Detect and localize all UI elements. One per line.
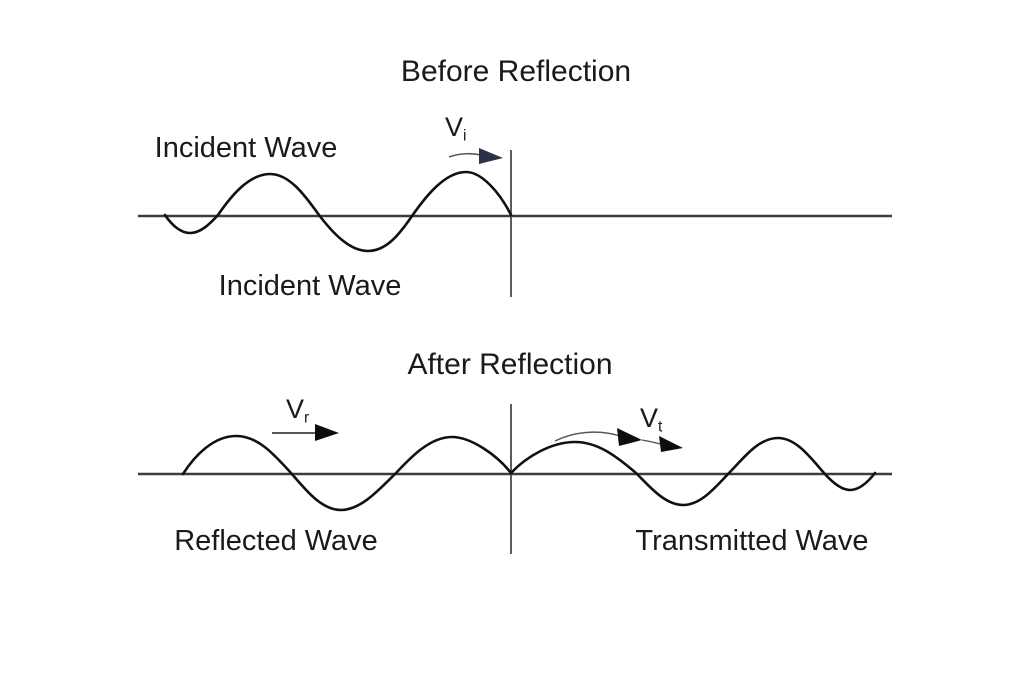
- before-reflection-title: Before Reflection: [400, 55, 632, 88]
- transmitted-velocity-arrowhead2-icon: [659, 436, 683, 452]
- incident-wave-curve: [163, 170, 513, 253]
- incident-velocity-subscript: i: [463, 127, 467, 145]
- transmitted-wave-label: Transmitted Wave: [635, 525, 869, 557]
- incident-wave-label-bottom: Incident Wave: [218, 270, 402, 302]
- reflected-wave-label: Reflected Wave: [174, 525, 378, 557]
- transmitted-velocity-subscript: t: [658, 418, 663, 436]
- transmitted-wave-curve: [509, 436, 877, 507]
- reflected-wave-curve: [181, 434, 513, 512]
- incident-wave-label-top: Incident Wave: [154, 132, 338, 164]
- transmitted-velocity-base: V: [640, 403, 659, 433]
- incident-velocity-arrowhead-icon: [479, 148, 503, 164]
- transmitted-velocity-label: Vt: [640, 403, 663, 436]
- reflected-velocity-subscript: r: [304, 409, 310, 427]
- after-reflection-title: After Reflection: [407, 348, 613, 381]
- incident-velocity-base: V: [445, 112, 464, 142]
- reflected-velocity-base: V: [286, 394, 305, 424]
- transmitted-velocity-arrow-curve: [554, 431, 621, 442]
- incident-velocity-label: Vi: [445, 112, 467, 145]
- reflected-velocity-label: Vr: [286, 394, 310, 427]
- incident-velocity-arrow-shaft: [448, 152, 482, 158]
- reflected-velocity-arrowhead-icon: [315, 424, 339, 441]
- transmitted-velocity-arrowhead-icon: [617, 428, 642, 446]
